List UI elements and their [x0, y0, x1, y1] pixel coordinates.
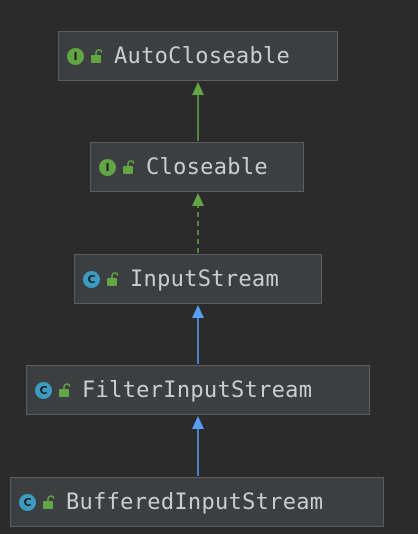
- unlock-icon: [59, 383, 70, 397]
- arrowhead-closeable-to-autocloseable: [192, 82, 204, 95]
- interface-icon: I: [67, 47, 84, 65]
- node-filterinputstream[interactable]: C FilterInputStream: [26, 365, 370, 415]
- node-label: FilterInputStream: [82, 377, 313, 403]
- node-closeable[interactable]: I Closeable: [90, 142, 304, 192]
- unlock-icon: [123, 160, 134, 174]
- node-label: BufferedInputStream: [66, 489, 324, 515]
- class-icon: C: [35, 381, 52, 399]
- unlock-icon: [91, 49, 102, 63]
- class-icon: C: [83, 270, 100, 288]
- node-bufferedinputstream[interactable]: C BufferedInputStream: [10, 477, 384, 527]
- arrowhead-filterinputstream-to-inputstream: [192, 305, 204, 318]
- node-label: AutoCloseable: [114, 43, 291, 69]
- unlock-icon: [43, 495, 54, 509]
- node-inputstream[interactable]: C InputStream: [74, 254, 322, 304]
- unlock-icon: [107, 272, 118, 286]
- arrowhead-bufferedinputstream-to-filterinputstream: [192, 416, 204, 429]
- interface-icon: I: [99, 158, 116, 176]
- node-autocloseable[interactable]: I AutoCloseable: [58, 31, 338, 81]
- node-label: InputStream: [130, 266, 279, 292]
- arrowhead-inputstream-to-closeable: [192, 193, 204, 206]
- class-icon: C: [19, 493, 36, 511]
- node-label: Closeable: [146, 154, 268, 180]
